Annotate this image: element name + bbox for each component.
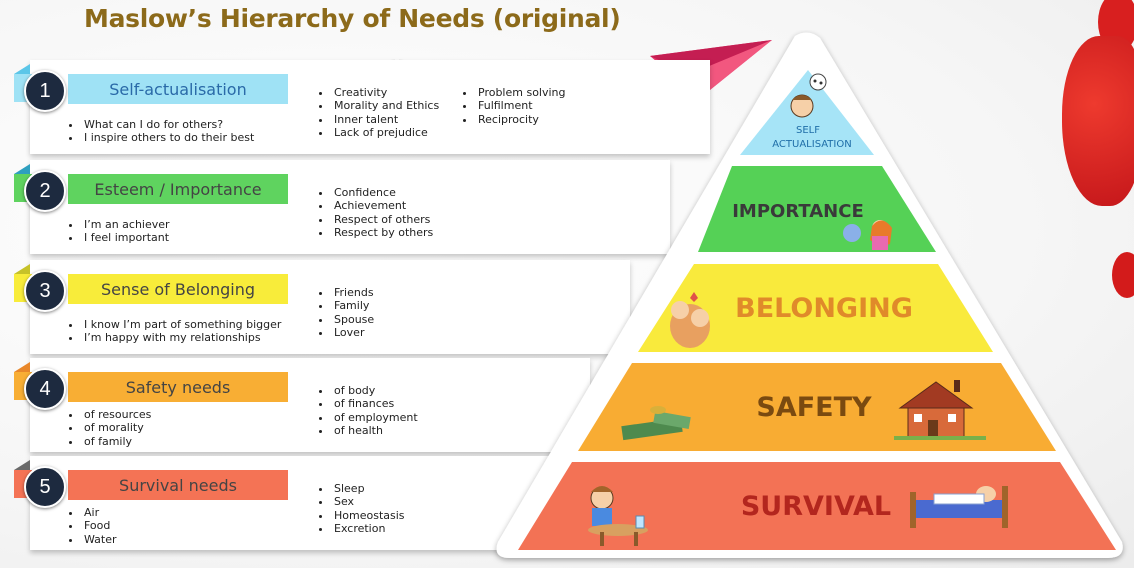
personal-statements-list: I know I’m part of something biggerI’m h… [62,318,281,345]
pyramid-survival-label: SURVIVAL [741,491,891,522]
level-number-badge: 2 [24,170,66,212]
level-tab-fold [14,264,30,274]
needs-list-item: Lack of prejudice [332,126,439,139]
needs-list-item: Creativity [332,86,439,99]
needs-list: FriendsFamilySpouseLover [312,286,374,340]
level-label: Safety needs [68,372,288,402]
personal-statements-list-item: I’m happy with my relationships [82,331,281,344]
needs-list-item: of employment [332,411,418,424]
thinking-boy-illustration [790,73,827,118]
needs-list-item: Inner talent [332,113,439,126]
needs-list-item: of body [332,384,418,397]
needs-list: ConfidenceAchievementRespect of othersRe… [312,186,433,240]
needs-list: of bodyof financesof employmentof health [312,384,418,438]
pyramid-belonging-label: BELONGING [735,293,913,324]
personal-statements-list-item: Air [82,506,117,519]
needs-list: SleepSexHomeostasisExcretion [312,482,405,536]
personal-statements-list: I’m an achieverI feel important [62,218,170,245]
pyramid-safety-label: SAFETY [756,392,872,423]
needs-list-item: Friends [332,286,374,299]
needs-list-item: Sex [332,495,405,508]
level-label: Sense of Belonging [68,274,288,304]
red-ink-blob-middle [1062,36,1134,206]
personal-statements-list-item: I’m an achiever [82,218,170,231]
needs-list-item: Respect by others [332,226,433,239]
pyramid-self-label-line1: SELF [796,125,820,136]
needs-list-secondary-item: Reciprocity [476,113,566,126]
needs-list-item: Spouse [332,313,374,326]
level-number-badge: 3 [24,270,66,312]
level-number-badge: 4 [24,368,66,410]
sleeping-in-bed-illustration [910,486,1008,528]
needs-list-item: Achievement [332,199,433,212]
hugging-couple-illustration [670,292,710,348]
needs-list-item: Confidence [332,186,433,199]
personal-statements-list-item: of family [82,435,151,448]
money-stack-illustration [621,406,691,441]
personal-statements-list-item: What can I do for others? [82,118,254,131]
personal-statements-list-item: Food [82,519,117,532]
level-number-badge: 1 [24,70,66,112]
needs-list-item: of health [332,424,418,437]
pyramid-importance-label: IMPORTANCE [732,201,864,222]
needs-list-item: Excretion [332,522,405,535]
personal-statements-list-item: I inspire others to do their best [82,131,254,144]
girl-with-flowers-illustration [843,220,892,250]
pyramid-self-label-line2: ACTUALISATION [772,139,851,150]
pyramid-belonging-tier [638,264,993,352]
needs-list-secondary-item: Fulfilment [476,99,566,112]
needs-list-item: Lover [332,326,374,339]
needs-list-item: Sleep [332,482,405,495]
page-title: Maslow’s Hierarchy of Needs (original) [84,4,621,33]
personal-statements-list-item: I feel important [82,231,170,244]
needs-list-item: Family [332,299,374,312]
level-label: Self-actualisation [68,74,288,104]
personal-statements-list-item: of morality [82,421,151,434]
needs-list-item: Homeostasis [332,509,405,522]
personal-statements-list: AirFoodWater [62,506,117,546]
personal-statements-list-item: of resources [82,408,151,421]
level-tab-fold [14,362,30,372]
needs-list-item: Respect of others [332,213,433,226]
pyramid-diagram: SELF ACTUALISATION IMPORTANCE BELONGING … [496,32,1123,558]
personal-statements-list: What can I do for others?I inspire other… [62,118,254,145]
needs-list-item: Morality and Ethics [332,99,439,112]
needs-list-secondary: Problem solvingFulfilmentReciprocity [456,86,566,126]
level-label: Survival needs [68,470,288,500]
level-tab-fold [14,460,30,470]
boy-eating-illustration [588,486,648,546]
level-label: Esteem / Importance [68,174,288,204]
level-tab-fold [14,64,30,74]
needs-list: CreativityMorality and EthicsInner talen… [312,86,439,140]
level-tab-fold [14,164,30,174]
needs-list-item: of finances [332,397,418,410]
personal-statements-list-item: I know I’m part of something bigger [82,318,281,331]
red-ink-blob-bottom [1112,252,1134,298]
house-illustration [894,380,986,440]
personal-statements-list: of resourcesof moralityof family [62,408,151,448]
pyramid-survival-tier [518,462,1116,550]
level-number-badge: 5 [24,466,66,508]
personal-statements-list-item: Water [82,533,117,546]
needs-list-secondary-item: Problem solving [476,86,566,99]
